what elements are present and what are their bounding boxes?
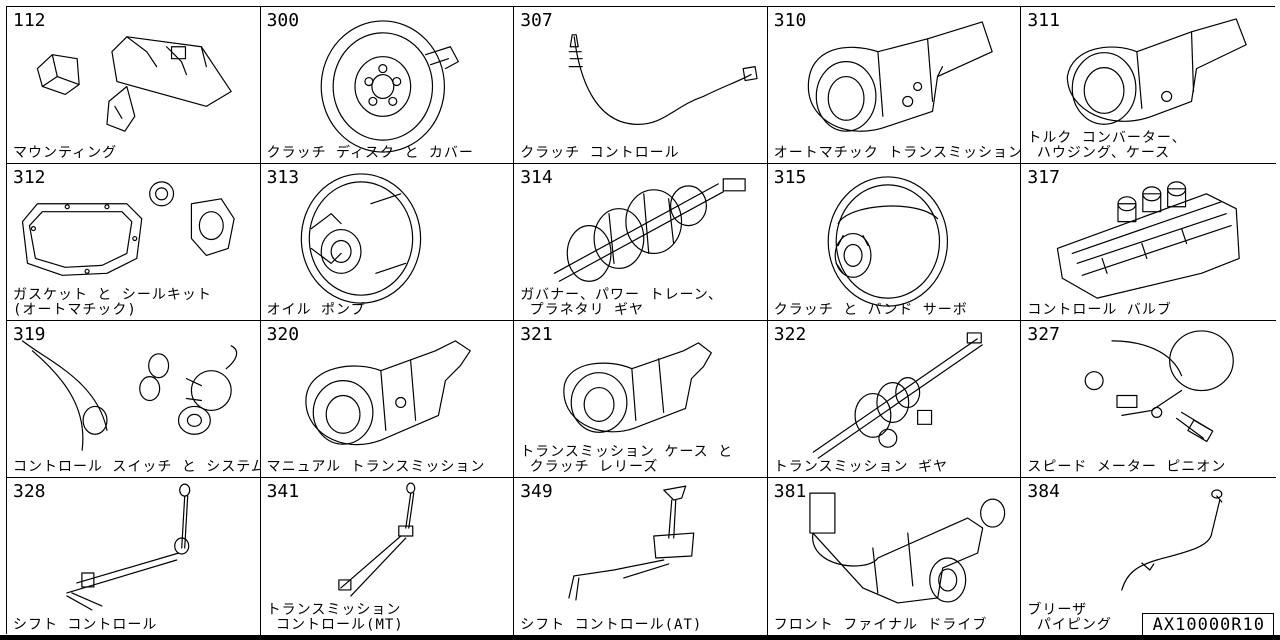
part-code: 312 bbox=[13, 167, 46, 188]
manual-transmission-icon bbox=[304, 340, 471, 446]
part-cell-349[interactable]: 349 シフト コントロール(AT) bbox=[514, 478, 768, 635]
part-label: コントロール バルブ bbox=[1027, 302, 1172, 318]
clutch-cable-icon bbox=[568, 34, 758, 125]
clutch-disc-icon bbox=[320, 20, 459, 153]
part-cell-313[interactable]: 313 オイル ポンプ bbox=[260, 164, 515, 321]
part-code: 327 bbox=[1027, 324, 1060, 345]
shift-rod-icon bbox=[337, 482, 415, 597]
bottom-rule bbox=[0, 635, 1280, 640]
part-code: 310 bbox=[773, 10, 807, 31]
part-label: オイル ポンプ bbox=[266, 302, 366, 318]
part-cell-311[interactable]: 311 トルク コンバーター、 ハウジング、ケース bbox=[1021, 7, 1276, 164]
control-switch-icon bbox=[21, 340, 238, 451]
part-cell-341[interactable]: 341 トランスミッション コントロール(MT) bbox=[260, 478, 515, 635]
part-code: 349 bbox=[520, 481, 553, 502]
speedometer-pinion-icon bbox=[1084, 330, 1235, 443]
part-code: 384 bbox=[1027, 481, 1060, 502]
shift-lever-icon bbox=[66, 483, 191, 611]
transmission-gear-shaft-icon bbox=[812, 332, 983, 459]
parts-index-grid: 112 マウンティング 300 クラッチ ディスク と カバー 307 クラッチ コン… bbox=[6, 6, 1276, 635]
part-code: 321 bbox=[520, 324, 553, 345]
breather-pipe-icon bbox=[1121, 489, 1223, 591]
part-cell-327[interactable]: 327 スピード メーター ピニオン bbox=[1021, 321, 1276, 478]
torque-converter-housing-icon bbox=[1067, 18, 1248, 125]
part-cell-328[interactable]: 328 シフト コントロール bbox=[7, 478, 261, 635]
mounting-brackets-icon bbox=[36, 36, 232, 132]
part-code: 341 bbox=[266, 481, 300, 502]
part-label: トランスミッション ギヤ bbox=[773, 459, 948, 475]
part-cell-315[interactable]: 315 クラッチ と バンド サーボ bbox=[767, 164, 1022, 321]
part-code: 320 bbox=[266, 324, 300, 345]
part-cell-312[interactable]: 312 ガスケット と シールキット (オートマチック) bbox=[7, 164, 261, 321]
part-label: オートマチック トランスミッション bbox=[773, 145, 1022, 161]
part-label: クラッチ と バンド サーボ bbox=[773, 302, 968, 318]
part-code: 315 bbox=[773, 167, 807, 188]
part-code: 313 bbox=[266, 167, 300, 188]
part-label: トルク コンバーター、 ハウジング、ケース bbox=[1027, 130, 1187, 161]
part-cell-321[interactable]: 321 トランスミッション ケース と クラッチ レリーズ bbox=[514, 321, 768, 478]
part-label: クラッチ コントロール bbox=[520, 145, 680, 161]
part-label: クラッチ ディスク と カバー bbox=[266, 145, 474, 161]
part-code: 317 bbox=[1027, 167, 1060, 188]
part-cell-381[interactable]: 381 フロント ファイナル ドライブ bbox=[767, 478, 1022, 635]
part-cell-320[interactable]: 320 マニュアル トランスミッション bbox=[260, 321, 515, 478]
part-cell-307[interactable]: 307 クラッチ コントロール bbox=[514, 7, 768, 164]
part-cell-322[interactable]: 322 トランスミッション ギヤ bbox=[767, 321, 1022, 478]
part-code: 381 bbox=[773, 481, 807, 502]
part-label: シフト コントロール(AT) bbox=[520, 617, 703, 633]
part-label: トランスミッション ケース と クラッチ レリーズ bbox=[520, 444, 734, 475]
part-label: シフト コントロール bbox=[13, 617, 158, 633]
part-label: トランスミッション コントロール(MT) bbox=[266, 602, 404, 633]
part-label: マウンティング bbox=[13, 145, 118, 161]
part-label: ガスケット と シールキット (オートマチック) bbox=[13, 287, 212, 318]
part-cell-112[interactable]: 112 マウンティング bbox=[7, 7, 261, 164]
part-label: ガバナー、パワー トレーン、 プラネタリ ギヤ bbox=[520, 287, 723, 318]
part-label: スピード メーター ピニオン bbox=[1027, 459, 1227, 475]
governor-gear-train-icon bbox=[553, 178, 746, 282]
part-label: フロント ファイナル ドライブ bbox=[773, 617, 988, 633]
part-cell-310[interactable]: 310 オートマチック トランスミッション bbox=[767, 7, 1022, 164]
part-cell-319[interactable]: 319 コントロール スイッチ と システム bbox=[7, 321, 261, 478]
transmission-case-icon bbox=[563, 342, 713, 433]
part-cell-384[interactable]: 384 ブリーザ パイピング bbox=[1021, 478, 1276, 635]
part-code: 311 bbox=[1027, 10, 1060, 31]
oil-pump-icon bbox=[300, 173, 421, 304]
part-code: 300 bbox=[266, 10, 300, 31]
gasket-seal-kit-icon bbox=[21, 181, 235, 276]
part-label: ブリーザ パイピング bbox=[1027, 602, 1112, 633]
auto-transmission-icon bbox=[807, 21, 993, 132]
at-shift-lever-icon bbox=[568, 485, 695, 601]
document-id: AX10000R10 bbox=[1141, 613, 1274, 635]
part-code: 314 bbox=[520, 167, 553, 188]
part-code: 328 bbox=[13, 481, 46, 502]
part-cell-300[interactable]: 300 クラッチ ディスク と カバー bbox=[260, 7, 515, 164]
part-cell-317[interactable]: 317 コントロール バルブ bbox=[1021, 164, 1276, 321]
part-code: 322 bbox=[773, 324, 807, 345]
part-label: コントロール スイッチ と システム bbox=[13, 459, 261, 475]
part-code: 307 bbox=[520, 10, 553, 31]
final-drive-icon bbox=[809, 492, 1006, 604]
part-code: 112 bbox=[13, 10, 46, 31]
part-code: 319 bbox=[13, 324, 46, 345]
part-label: マニュアル トランスミッション bbox=[266, 459, 486, 475]
control-valve-icon bbox=[1057, 181, 1241, 299]
clutch-drum-icon bbox=[827, 176, 948, 307]
part-cell-314[interactable]: 314 ガバナー、パワー トレーン、 プラネタリ ギヤ bbox=[514, 164, 768, 321]
